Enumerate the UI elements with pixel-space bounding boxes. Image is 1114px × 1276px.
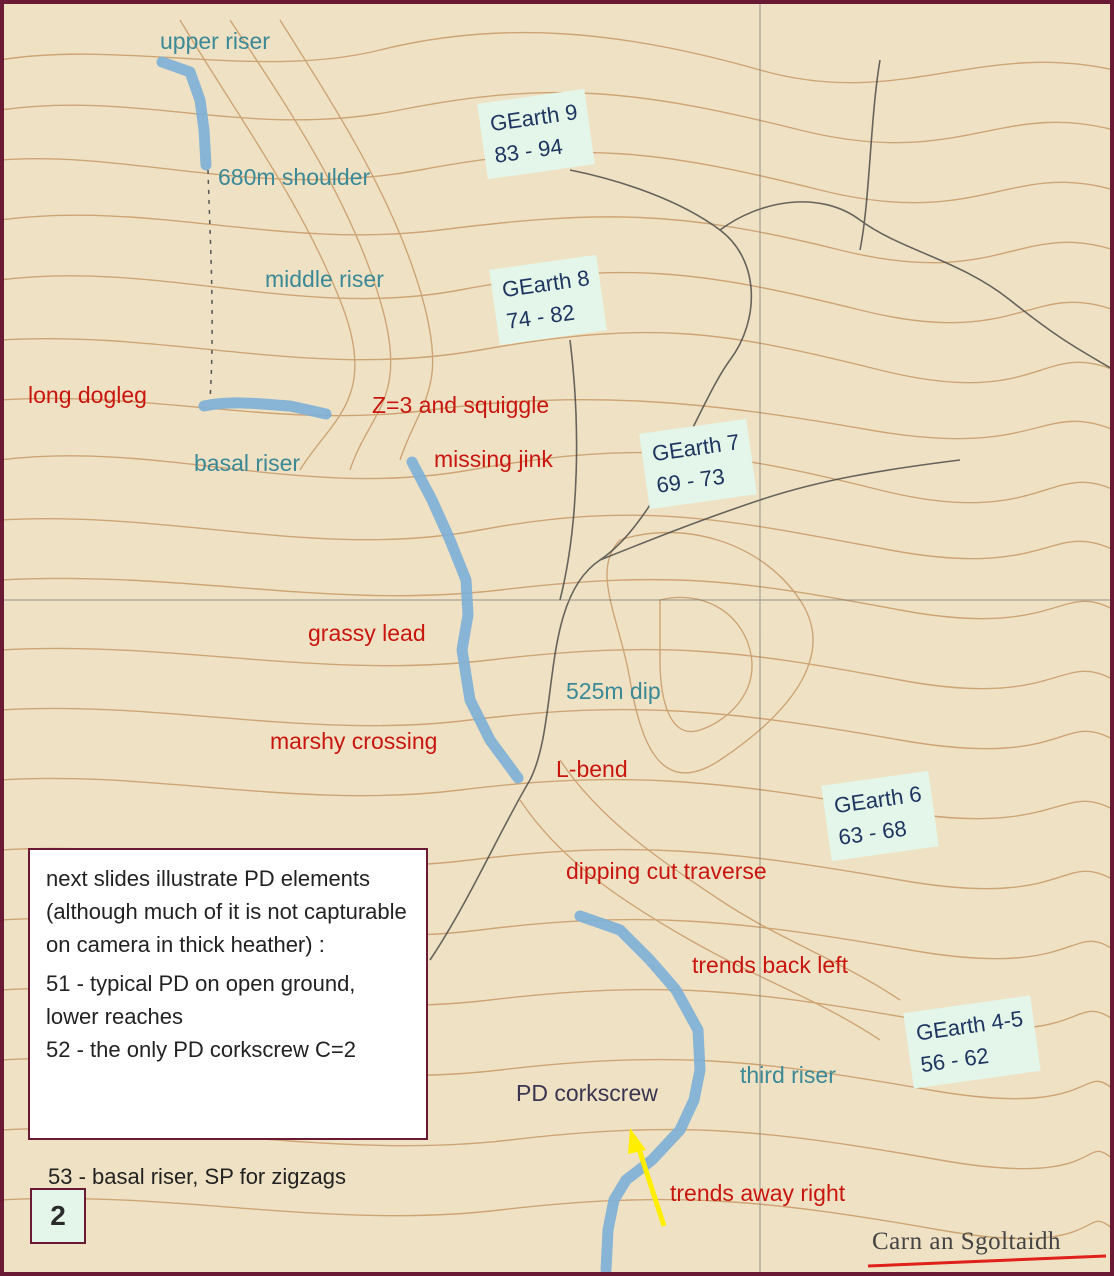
label-trends-back-left: trends back left (692, 952, 848, 978)
info-box: next slides illustrate PD elements (alth… (28, 848, 428, 1140)
route-upper-segment (156, 56, 212, 171)
info-item-51: 51 - typical PD on open ground, lower re… (46, 971, 356, 1029)
info-item-53: 53 - basal riser, SP for zigzags (48, 1164, 346, 1189)
label-grassy-lead: grassy lead (308, 620, 426, 646)
label-525m-dip: 525m dip (566, 678, 661, 704)
contour-lines (0, 19, 1114, 1240)
label-marshy-crossing: marshy crossing (270, 728, 438, 754)
gearth-note-6: GEarth 6 63 - 68 (821, 770, 939, 861)
label-third-riser: third riser (740, 1062, 836, 1088)
label-long-dogleg: long dogleg (28, 382, 147, 408)
label-l-bend: L-bend (556, 756, 628, 782)
place-underline (867, 1254, 1107, 1268)
route-path (156, 56, 706, 1276)
slide-number: 2 (30, 1188, 86, 1244)
route-lower-segment (574, 910, 706, 1276)
label-680m-shoulder: 680m shoulder (218, 164, 371, 190)
info-item-52: 52 - the only PD corkscrew C=2 (46, 1037, 356, 1062)
gearth-note-7: GEarth 7 69 - 73 (639, 418, 757, 509)
label-z3-squiggle: Z=3 and squiggle (372, 392, 550, 418)
label-missing-jink: missing jink (434, 446, 553, 472)
yellow-arrow-icon (628, 1128, 667, 1227)
gearth-note-8: GEarth 8 74 - 82 (489, 254, 607, 345)
label-trends-away-right: trends away right (670, 1180, 846, 1206)
label-middle-riser: middle riser (265, 266, 384, 292)
dashed-track (207, 169, 213, 401)
label-pd-corkscrew: PD corkscrew (516, 1080, 658, 1106)
route-basal-segment (198, 397, 332, 420)
label-upper-riser: upper riser (160, 28, 270, 54)
streams (429, 59, 1114, 961)
info-intro: next slides illustrate PD elements (alth… (46, 866, 407, 957)
gearth-note-9: GEarth 9 83 - 94 (477, 88, 595, 179)
label-basal-riser: basal riser (194, 450, 301, 476)
route-middle-segment (406, 456, 524, 784)
place-name: Carn an Sgoltaidh (872, 1228, 1062, 1255)
label-dipping-cut-traverse: dipping cut traverse (566, 858, 767, 884)
